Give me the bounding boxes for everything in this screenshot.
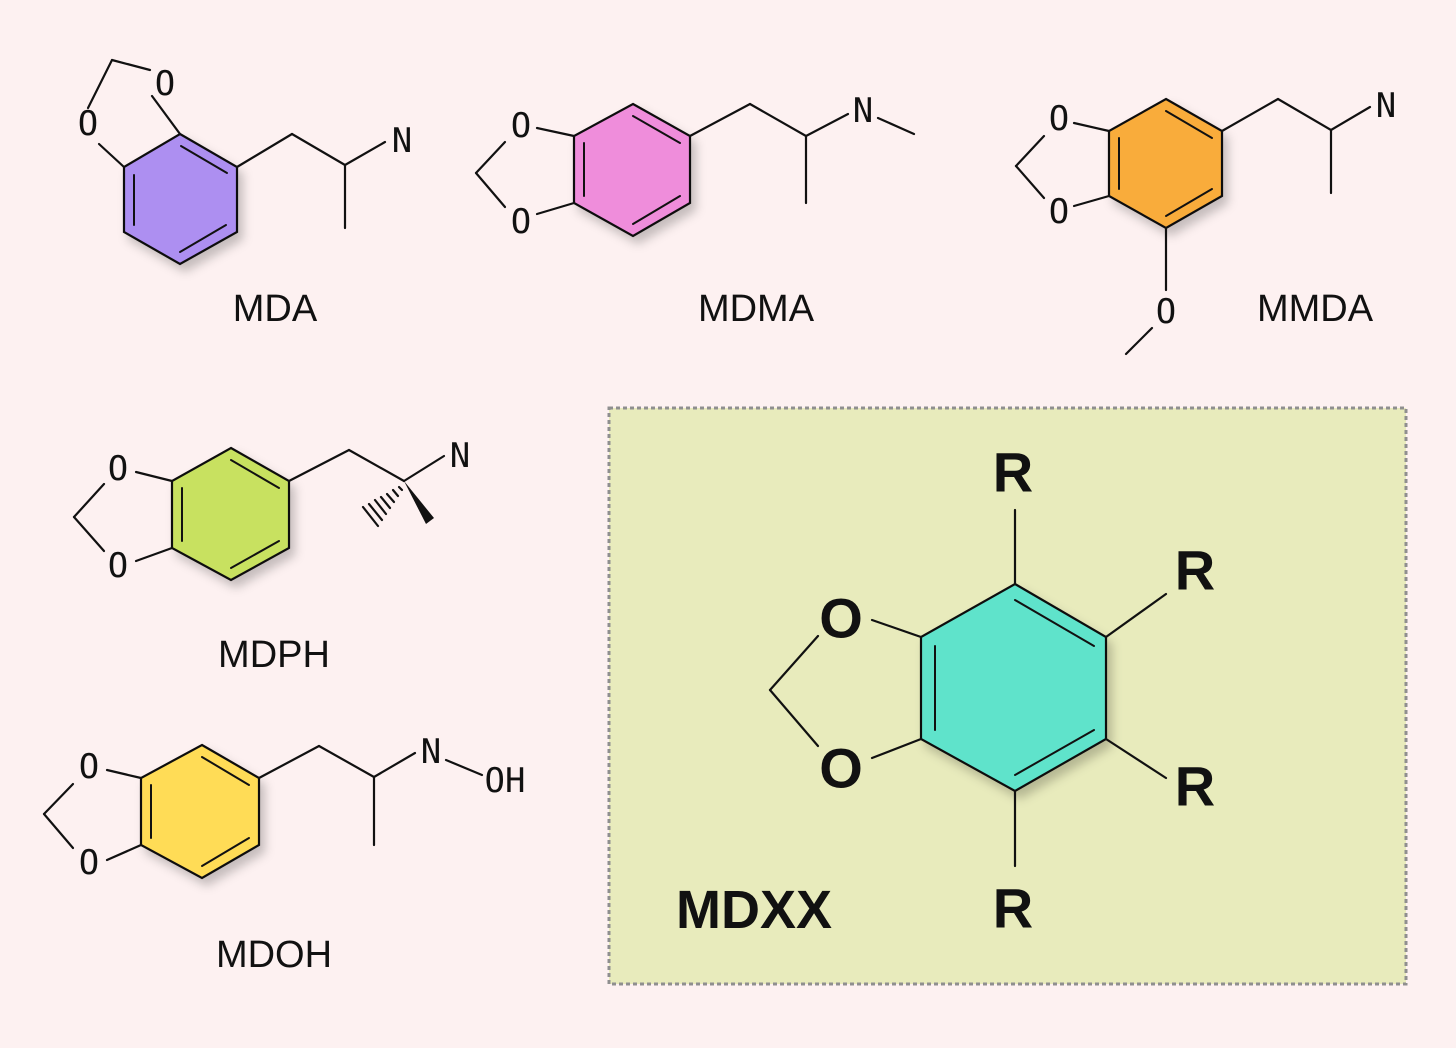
mda-oxygen-top: O bbox=[155, 64, 175, 104]
mda-benzene-ring bbox=[122, 132, 239, 266]
mdoh-nitrogen: N bbox=[421, 732, 441, 772]
mda-molecule: O O N MDA bbox=[78, 58, 412, 330]
mda-label: MDA bbox=[233, 288, 318, 330]
mdph-benzene-ring bbox=[170, 446, 291, 582]
mda-oxygen-bottom: O bbox=[78, 104, 98, 144]
mdxx-oxygen-top: O bbox=[819, 587, 863, 650]
mdoh-molecule: O O N OH MDOH bbox=[42, 732, 526, 976]
mdph-molecule: O O N MDPH bbox=[72, 436, 470, 676]
mdma-benzene-ring bbox=[572, 102, 692, 238]
mdxx-r-group-lower-right: R bbox=[1175, 755, 1215, 818]
mdph-nitrogen: N bbox=[450, 436, 470, 476]
mdma-oxygen-top: O bbox=[511, 106, 531, 146]
mdma-molecule: O O N MDMA bbox=[474, 91, 916, 330]
mmda-nitrogen: N bbox=[1376, 86, 1396, 126]
mdph-hash-bond bbox=[361, 485, 404, 528]
mmda-molecule: O O O N MMDA bbox=[1014, 86, 1396, 356]
mmda-label: MMDA bbox=[1257, 288, 1374, 330]
mdoh-oxygen-bottom: O bbox=[79, 843, 99, 883]
mdph-wedge-bond bbox=[404, 481, 434, 524]
mdph-label: MDPH bbox=[218, 634, 330, 676]
mdxx-r-group-upper-right: R bbox=[1175, 539, 1215, 602]
mda-nitrogen: N bbox=[392, 121, 412, 161]
mdxx-label: MDXX bbox=[676, 880, 832, 940]
mmda-oxygen-methoxy: O bbox=[1156, 292, 1176, 332]
mdma-label: MDMA bbox=[698, 288, 815, 330]
mmda-oxygen-bottom: O bbox=[1049, 192, 1069, 232]
mdxx-molecule: O O R R R R MDXX bbox=[676, 441, 1215, 941]
mdoh-label: MDOH bbox=[216, 934, 332, 976]
mdoh-benzene-ring bbox=[139, 743, 261, 880]
mdxx-r-group-bottom: R bbox=[993, 877, 1033, 940]
mmda-oxygen-top: O bbox=[1049, 99, 1069, 139]
mdph-oxygen-bottom: O bbox=[108, 546, 128, 586]
mdxx-r-group-top: R bbox=[993, 441, 1033, 504]
mdph-oxygen-top: O bbox=[108, 449, 128, 489]
mdma-nitrogen: N bbox=[853, 91, 873, 131]
mdoh-hydroxyl: OH bbox=[485, 761, 526, 801]
mdoh-oxygen-top: O bbox=[79, 747, 99, 787]
mdma-oxygen-bottom: O bbox=[511, 202, 531, 242]
mmda-benzene-ring bbox=[1107, 97, 1224, 230]
mdxx-oxygen-bottom: O bbox=[819, 737, 863, 800]
